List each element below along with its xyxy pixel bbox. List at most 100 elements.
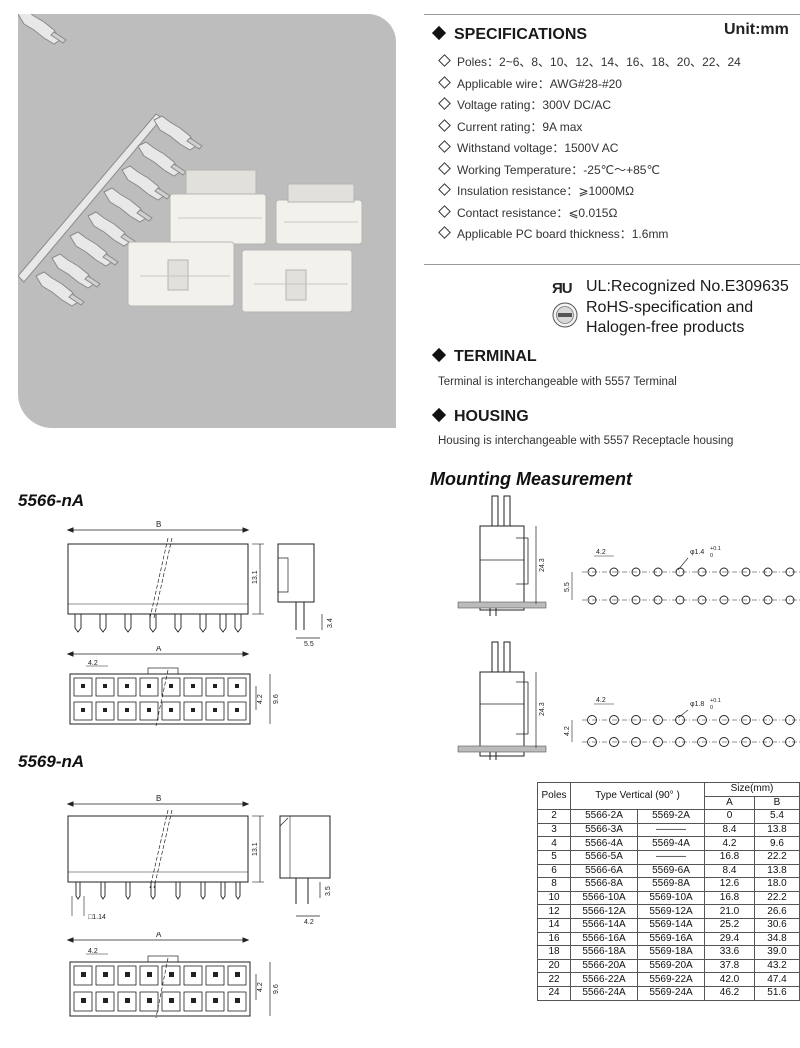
cell-size-a: 29.4 <box>704 931 755 947</box>
diamond-outline-icon <box>438 161 451 175</box>
ul-mark-icon: ЯU <box>552 280 573 297</box>
spec-item: Poles：2~6、8、10、12、14、16、18、20、22、24 <box>438 52 741 74</box>
diamond-bullet-icon <box>431 407 447 423</box>
cell-size-b: 43.2 <box>754 958 800 974</box>
diamond-outline-icon <box>438 140 451 153</box>
housing-heading: HOUSING <box>431 407 529 426</box>
diamond-outline-icon <box>438 226 451 239</box>
mount-top-hole: φ1.4 <box>690 549 704 556</box>
spec-item: Current rating：9A max <box>438 117 741 139</box>
cell-model-5569: 5569-8A <box>637 877 705 892</box>
diamond-outline-icon <box>438 118 451 132</box>
diamond-bullet-icon <box>431 347 447 363</box>
housing-text: Housing is interchangeable with 5557 Rec… <box>438 435 734 447</box>
cell-poles: 14 <box>537 917 571 933</box>
cell-poles: 6 <box>537 863 571 879</box>
cell-poles: 8 <box>537 877 571 892</box>
cell-model-5566: 5566-12A <box>570 904 638 919</box>
cell-poles: 18 <box>537 945 571 960</box>
dim-b: B <box>156 520 161 529</box>
spec-item: Working Temperature：-25℃～+85℃ <box>438 160 741 182</box>
cell-size-b: 5.4 <box>754 809 800 824</box>
cell-model-5566: 5566-20A <box>570 958 638 974</box>
cell-model-5569: 5569-22A <box>637 972 705 987</box>
diamond-outline-icon <box>438 75 451 89</box>
model-5566-title: 5566-nA <box>18 491 85 510</box>
dim-side: 5.5 <box>304 641 314 648</box>
cell-size-a: 16.8 <box>704 890 755 906</box>
cell-poles: 16 <box>537 931 571 947</box>
cell-model-5569: 5569-12A <box>637 904 705 919</box>
terminal-text: Terminal is interchangeable with 5557 Te… <box>438 376 677 388</box>
cell-size-b: 30.6 <box>754 917 800 933</box>
dim-a: A <box>156 646 162 653</box>
cell-size-a: 25.2 <box>704 917 755 933</box>
cell-model-5566: 5566-2A <box>570 809 638 824</box>
drawing-5569-top: A 4.2 4.2 9.6 <box>58 930 288 1025</box>
cell-size-a: 46.2 <box>704 985 755 1001</box>
cell-size-b: 51.6 <box>754 985 800 1001</box>
dim-b: B <box>156 794 161 803</box>
cell-size-b: 13.8 <box>754 863 800 879</box>
col-b-header: B <box>754 795 800 811</box>
cell-model-5569: 5569-6A <box>637 863 705 879</box>
cell-poles: 2 <box>537 809 571 824</box>
drawing-5569-front: B □1.14 13.1 4.2 3.5 <box>58 792 338 937</box>
dim-depth: 9.6 <box>273 984 280 994</box>
cell-size-a: 16.8 <box>704 849 755 865</box>
col-type-header: Type Vertical (90° ) <box>570 781 705 811</box>
size-table: Poles Type Vertical (90° ) Size(mm) A B … <box>537 781 800 1001</box>
cell-model-5566: 5566-14A <box>570 917 638 933</box>
cell-size-a: 8.4 <box>704 822 755 838</box>
unit-label: Unit:mm <box>724 21 789 38</box>
cell-size-a: 8.4 <box>704 863 755 879</box>
cell-poles: 22 <box>537 972 571 987</box>
cell-model-5566: 5566-10A <box>570 890 638 906</box>
mount-bottom-tol-low: 0 <box>710 705 713 711</box>
col-size-header: Size(mm) <box>704 782 800 797</box>
cell-size-a: 0 <box>704 809 755 824</box>
cell-size-a: 21.0 <box>704 904 755 919</box>
cell-model-5569: 5569-4A <box>637 836 705 851</box>
mount-top-height: 24.3 <box>539 558 546 572</box>
col-poles-header: Poles <box>537 781 571 811</box>
cell-model-5566: 5566-24A <box>570 985 638 1001</box>
mount-top-row: 5.5 <box>564 582 571 592</box>
cell-model-5566: 5566-3A <box>570 822 638 838</box>
dim-height: 13.1 <box>252 570 259 584</box>
mount-top-tol-up: +0.1 <box>710 546 721 552</box>
mount-bottom-pitch: 4.2 <box>596 697 606 704</box>
dim-pin: 3.4 <box>327 618 334 628</box>
cell-model-5569: 5569-10A <box>637 890 705 906</box>
cell-model-5569: 5569-20A <box>637 958 705 974</box>
spec-item: Voltage rating：300V DC/AC <box>438 95 741 117</box>
cell-model-5566: 5566-4A <box>570 836 638 851</box>
dim-pin: 3.5 <box>325 886 332 896</box>
cell-size-b: 26.6 <box>754 904 800 919</box>
cell-model-5566: 5566-18A <box>570 945 638 960</box>
cell-size-b: 22.2 <box>754 890 800 906</box>
cell-model-5566: 5566-8A <box>570 877 638 892</box>
spec-item: Withstand voltage：1500V AC <box>438 138 741 160</box>
terminal-strip <box>18 14 203 307</box>
terminal-heading: TERMINAL <box>431 347 537 366</box>
product-photo <box>18 14 396 428</box>
mount-top-pitch: 4.2 <box>596 549 606 556</box>
spec-item: Applicable PC board thickness：1.6mm <box>438 224 741 246</box>
cell-poles: 10 <box>537 890 571 906</box>
dim-row: 4.2 <box>257 694 264 704</box>
model-5569-title: 5569-nA <box>18 752 85 771</box>
cell-size-b: 22.2 <box>754 849 800 865</box>
cell-size-a: 42.0 <box>704 972 755 987</box>
ul-recognition: UL:Recognized No.E309635 <box>586 278 789 295</box>
mounting-hole-pattern-bottom: 4.2 φ1.8 +0.1 0 4.2 <box>558 690 800 765</box>
cell-model-5566: 5566-5A <box>570 849 638 865</box>
